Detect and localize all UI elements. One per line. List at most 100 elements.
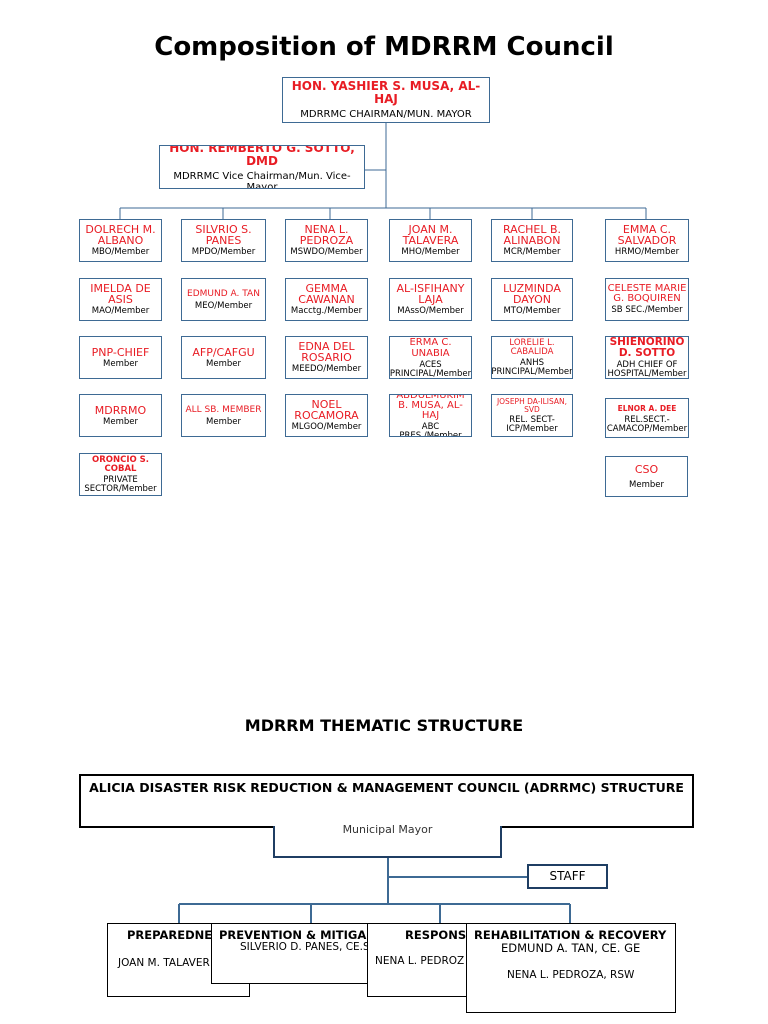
member-name: AFP/CAFGU xyxy=(192,345,255,359)
member-role: MBO/Member xyxy=(91,247,150,257)
member-name: EMMA C. SALVADOR xyxy=(617,223,677,247)
member-role: Member xyxy=(103,416,138,427)
member-name: AL-ISFIHANY LAJA xyxy=(396,282,465,306)
member-box: GEMMA CAWANAN Macctg./Member xyxy=(285,278,368,321)
member-role: Member xyxy=(629,479,664,490)
member-role: MEEDO/Member xyxy=(291,364,362,374)
member-role: Member xyxy=(103,358,138,369)
member-box: SILVRIO S. PANES MPDO/Member xyxy=(181,219,266,262)
member-name: RACHEL B. ALINABON xyxy=(502,223,562,247)
prevention-mitigation-box: PREVENTION & MITIGA SILVERIO D. PANES, C… xyxy=(211,923,381,984)
member-box: EDMUND A. TAN MEO/Member xyxy=(181,278,266,321)
member-role: ABC PRES./Member xyxy=(399,421,462,437)
thematic-title: REHABILITATION & RECOVERY xyxy=(474,928,667,942)
member-role: Member xyxy=(206,358,241,369)
member-box: SHIENORINO D. SOTTO ADH CHIEF OF HOSPITA… xyxy=(605,336,689,379)
member-role: ANHS PRINCIPAL/Member xyxy=(491,357,573,377)
member-name: JOSEPH DA-ILISAN, SVD xyxy=(496,396,568,414)
member-role: MEO/Member xyxy=(194,300,253,311)
member-box: IMELDA DE ASIS MAO/Member xyxy=(79,278,162,321)
member-box: LORELIE L. CABALIDA ANHS PRINCIPAL/Membe… xyxy=(491,336,573,379)
member-role: MPDO/Member xyxy=(191,247,256,257)
member-name: GEMMA CAWANAN xyxy=(298,282,355,306)
thematic-title: PREPAREDNE xyxy=(127,928,213,942)
municipal-mayor-box: Municipal Mayor xyxy=(273,823,502,858)
member-box: NENA L. PEDROZA MSWDO/Member xyxy=(285,219,368,262)
member-role: SB SEC./Member xyxy=(611,305,683,315)
member-box: AFP/CAFGU Member xyxy=(181,336,266,379)
member-name: EDMUND A. TAN xyxy=(187,288,260,299)
member-role: Member xyxy=(206,416,241,427)
member-name: DOLRECH M. ALBANO xyxy=(85,223,156,247)
member-role: ADH CHIEF OF HOSPITAL/Member xyxy=(607,359,687,379)
member-name: CSO xyxy=(634,462,659,476)
thematic-person: EDMUND A. TAN, CE. GE xyxy=(501,941,641,955)
member-role: MSWDO/Member xyxy=(290,247,363,257)
member-box: LUZMINDA DAYON MTO/Member xyxy=(491,278,573,321)
member-role: MAssO/Member xyxy=(397,306,464,316)
staff-box: STAFF xyxy=(527,864,608,889)
thematic-title: RESPONS xyxy=(405,928,467,942)
member-role: REL.SECT.-CAMACOP/Member xyxy=(606,414,688,434)
member-box: EMMA C. SALVADOR HRMO/Member xyxy=(605,219,689,262)
member-name: ERMA C. UNABIA xyxy=(409,336,452,359)
member-role: MCR/Member xyxy=(503,247,561,257)
member-role: ACES PRINCIPAL/Member xyxy=(389,359,472,379)
member-box: RACHEL B. ALINABON MCR/Member xyxy=(491,219,573,262)
member-box: AL-ISFIHANY LAJA MAssO/Member xyxy=(389,278,472,321)
member-box: CSO Member xyxy=(605,456,688,497)
member-name: ORONCIO S. COBAL xyxy=(91,454,150,474)
member-name: NOEL ROCAMORA xyxy=(294,398,359,422)
member-name: SILVRIO S. PANES xyxy=(195,223,252,247)
member-role: MLGOO/Member xyxy=(291,422,362,432)
member-name: CELESTE MARIE G. BOQUIREN xyxy=(607,283,687,304)
member-name: IMELDA DE ASIS xyxy=(90,282,151,306)
member-box: ERMA C. UNABIA ACES PRINCIPAL/Member xyxy=(389,336,472,379)
member-box: ELNOR A. DEE REL.SECT.-CAMACOP/Member xyxy=(605,398,689,438)
member-name: ALL SB. MEMBER xyxy=(185,404,262,415)
thematic-person: JOAN M. TALAVER xyxy=(118,957,210,969)
member-role: REL. SECT-ICP/Member xyxy=(506,414,558,434)
member-box: ABDULMUKIM B. MUSA, AL-HAJ ABC PRES./Mem… xyxy=(389,394,472,437)
member-name: ABDULMUKIM B. MUSA, AL-HAJ xyxy=(396,394,465,421)
chairman-role: MDRRMC CHAIRMAN/MUN. MAYOR xyxy=(300,109,472,120)
member-box: ALL SB. MEMBER Member xyxy=(181,394,266,437)
member-role: Macctg./Member xyxy=(290,306,363,316)
thematic-person: NENA L. PEDROZ xyxy=(375,955,465,967)
member-name: LORELIE L. CABALIDA xyxy=(509,337,555,357)
member-role: HRMO/Member xyxy=(614,247,680,257)
vice-chairman-role: MDRRMC Vice Chairman/Mun. Vice-Mayor xyxy=(173,170,351,189)
vice-chairman-name: HON. REMBERTO G. SOTTO, DMD xyxy=(169,145,355,168)
page-title: Composition of MDRRM Council xyxy=(154,32,614,62)
member-box: NOEL ROCAMORA MLGOO/Member xyxy=(285,394,368,437)
member-box: PNP-CHIEF Member xyxy=(79,336,162,379)
adrrmc-title: ALICIA DISASTER RISK REDUCTION & MANAGEM… xyxy=(89,780,684,795)
member-name: JOAN M. TALAVERA xyxy=(402,223,459,247)
member-box: EDNA DEL ROSARIO MEEDO/Member xyxy=(285,336,368,379)
member-box: ORONCIO S. COBAL PRIVATE SECTOR/Member xyxy=(79,453,162,496)
member-name: NENA L. PEDROZA xyxy=(299,223,354,247)
vice-chairman-box: HON. REMBERTO G. SOTTO, DMD MDRRMC Vice … xyxy=(159,145,365,189)
member-name: MDRRMO xyxy=(94,403,147,417)
member-role: MAO/Member xyxy=(91,306,150,316)
member-role: PRIVATE SECTOR/Member xyxy=(84,474,157,494)
adrrmc-structure-box: ALICIA DISASTER RISK REDUCTION & MANAGEM… xyxy=(79,774,694,828)
member-box: JOSEPH DA-ILISAN, SVD REL. SECT-ICP/Memb… xyxy=(491,394,573,437)
member-box: CELESTE MARIE G. BOQUIREN SB SEC./Member xyxy=(605,278,689,321)
section-title: MDRRM THEMATIC STRUCTURE xyxy=(244,716,524,735)
member-name: EDNA DEL ROSARIO xyxy=(298,340,355,364)
chairman-box: HON. YASHIER S. MUSA, AL-HAJ MDRRMC CHAI… xyxy=(282,77,490,123)
chairman-name: HON. YASHIER S. MUSA, AL-HAJ xyxy=(291,79,481,106)
member-name: LUZMINDA DAYON xyxy=(503,282,561,306)
member-role: MTO/Member xyxy=(503,306,561,316)
member-box: MDRRMO Member xyxy=(79,394,162,437)
member-name: PNP-CHIEF xyxy=(91,345,150,359)
thematic-person-2: NENA L. PEDROZA, RSW xyxy=(507,969,635,981)
rehabilitation-recovery-box: REHABILITATION & RECOVERY EDMUND A. TAN,… xyxy=(466,923,676,1013)
thematic-person: SILVERIO D. PANES, CE.S xyxy=(240,941,370,953)
member-box: JOAN M. TALAVERA MHO/Member xyxy=(389,219,472,262)
thematic-title: PREVENTION & MITIGA xyxy=(219,928,367,942)
member-name: ELNOR A. DEE xyxy=(617,403,677,413)
municipal-mayor-label: Municipal Mayor xyxy=(342,823,433,836)
